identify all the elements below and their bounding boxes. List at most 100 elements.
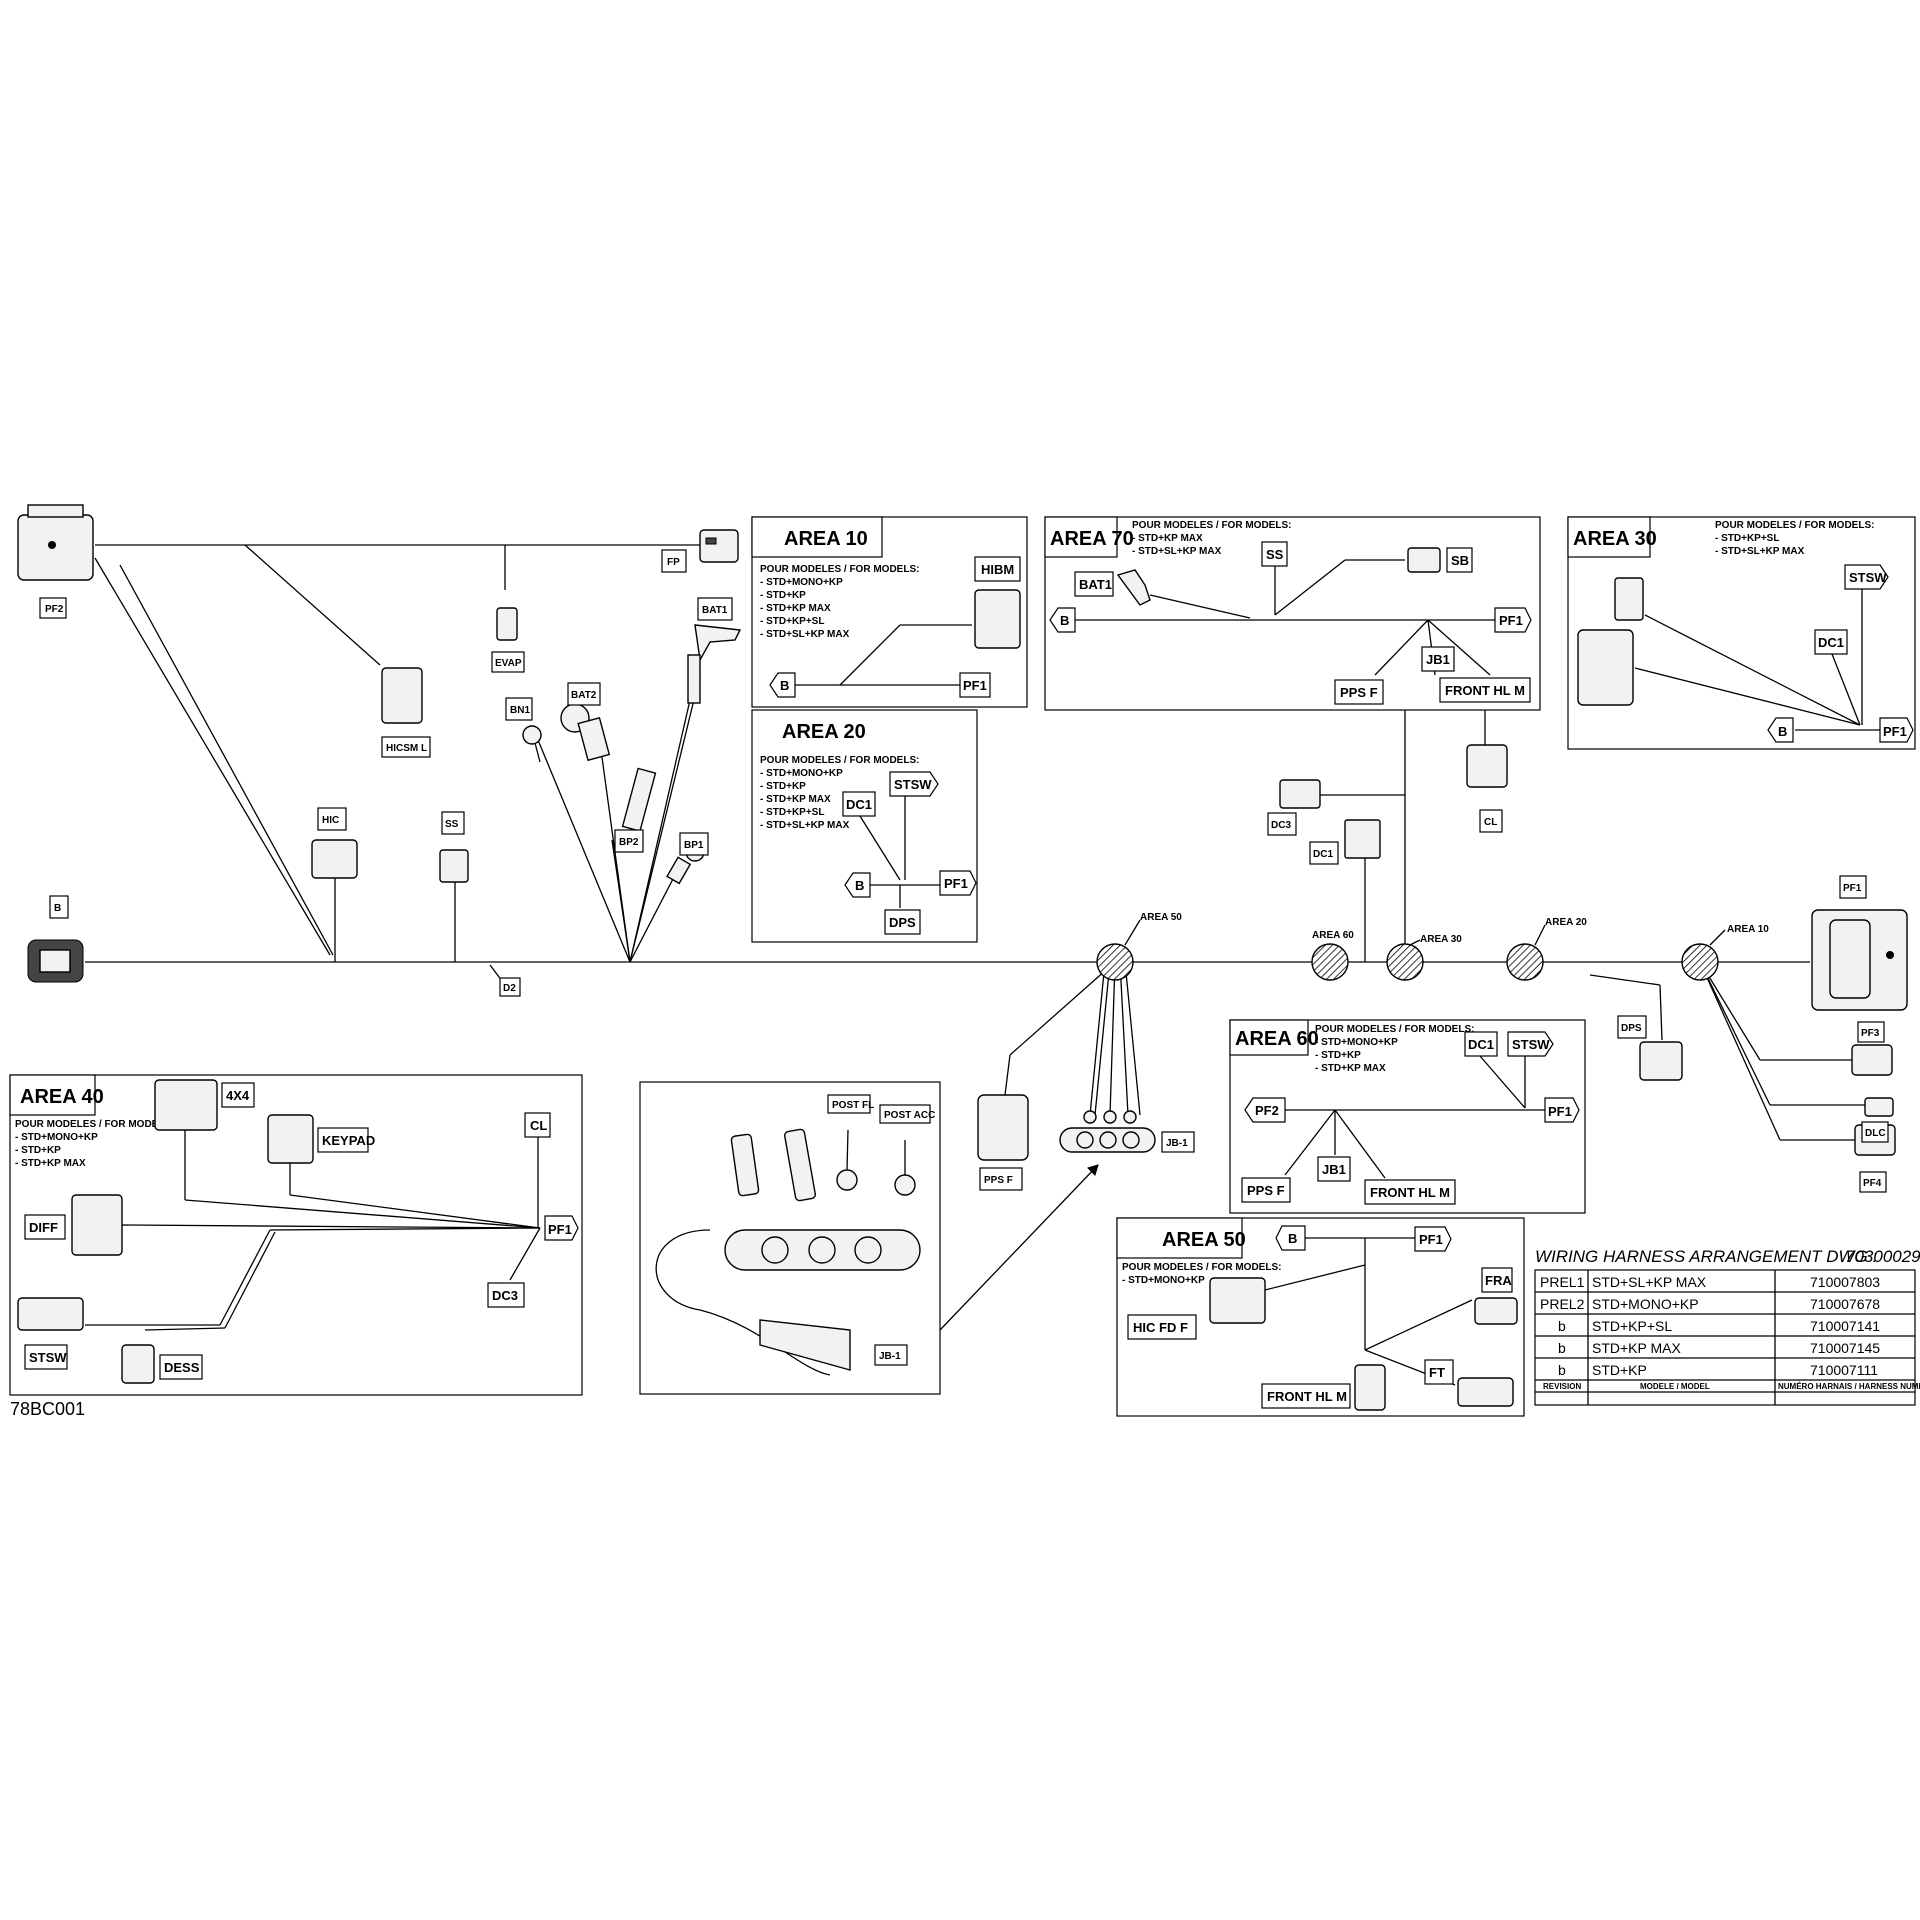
area60-jb1: JB1	[1322, 1162, 1346, 1177]
dps-connector[interactable]	[1639, 1041, 1683, 1081]
area10-hibm: HIBM	[981, 562, 1014, 577]
area30-stsw: STSW	[1849, 570, 1887, 585]
table-row-2-model: STD+KP+SL	[1592, 1318, 1672, 1334]
revision-table: WIRING HARNESS ARRANGEMENT DWG : 7030002…	[1534, 1247, 1920, 1406]
table-row-3-revision: b	[1558, 1340, 1566, 1356]
pps-f-connector[interactable]	[977, 1094, 1029, 1161]
area60-models-3: - STD+KP MAX	[1315, 1063, 1386, 1074]
area30-models-0: POUR MODELES / FOR MODELS:	[1715, 520, 1874, 531]
area60-pps-f: PPS F	[1247, 1183, 1285, 1198]
table-row-1-number: 710007678	[1810, 1296, 1880, 1312]
area60-pf2: PF2	[1255, 1103, 1279, 1118]
label-pf3: PF3	[1861, 1028, 1880, 1039]
area40-models-2: - STD+KP	[15, 1145, 61, 1156]
area20-models-2: - STD+KP	[760, 781, 806, 792]
area30-connector-b[interactable]	[1577, 629, 1634, 706]
area60-title: AREA 60	[1235, 1028, 1319, 1050]
stsw-connector[interactable]	[17, 1297, 84, 1331]
pf2-connector[interactable]	[17, 504, 94, 581]
area70-models-2: - STD+SL+KP MAX	[1132, 546, 1222, 557]
bn1-terminal[interactable]	[522, 725, 542, 763]
area20-models-3: - STD+KP MAX	[760, 794, 831, 805]
area70-front-hl-m: FRONT HL M	[1445, 683, 1525, 698]
table-row-0-revision: PREL1	[1540, 1274, 1585, 1290]
table-row-0-number: 710007803	[1810, 1274, 1880, 1290]
table-header-revision: REVISION	[1543, 1382, 1581, 1391]
diff-connector[interactable]	[71, 1194, 123, 1256]
area70-pf1: PF1	[1499, 613, 1523, 628]
jb1-small[interactable]	[1059, 1110, 1156, 1153]
hicsm-connector[interactable]	[381, 667, 423, 724]
area50-title: AREA 50	[1162, 1229, 1246, 1251]
area60-models-0: POUR MODELES / FOR MODELS:	[1315, 1024, 1474, 1035]
front-hl-m-connector[interactable]	[1354, 1364, 1386, 1411]
area70-jb1: JB1	[1426, 652, 1450, 667]
hibm-connector[interactable]	[974, 589, 1021, 649]
area10-title: AREA 10	[784, 528, 868, 550]
area30-marker-label: AREA 30	[1420, 934, 1462, 945]
area10-marker[interactable]	[1681, 943, 1719, 981]
label-dc1: DC1	[1313, 849, 1333, 860]
table-row-2-revision: b	[1558, 1318, 1566, 1334]
area20-marker[interactable]	[1506, 943, 1544, 981]
table-title: WIRING HARNESS ARRANGEMENT DWG :	[1535, 1247, 1877, 1266]
area70-models-0: POUR MODELES / FOR MODELS:	[1132, 520, 1291, 531]
area30-connector-a[interactable]	[1614, 577, 1644, 621]
label-pf2: PF2	[45, 604, 64, 615]
area10-models-1: - STD+MONO+KP	[760, 577, 843, 588]
cl-connector[interactable]	[1466, 744, 1508, 788]
area10-models-5: - STD+SL+KP MAX	[760, 629, 850, 640]
b-connector[interactable]	[27, 939, 84, 983]
area10-models-4: - STD+KP+SL	[760, 616, 824, 627]
pf1-connector[interactable]	[1811, 909, 1908, 1011]
evap-connector[interactable]	[496, 607, 518, 641]
area40-dc3: DC3	[492, 1288, 518, 1303]
label-evap: EVAP	[495, 658, 522, 669]
4x4-connector[interactable]	[154, 1079, 218, 1131]
table-header-model: MODELE / MODEL	[1640, 1382, 1710, 1391]
area70-ss: SS	[1266, 547, 1284, 562]
area20-dc1: DC1	[846, 797, 872, 812]
table-row-4-revision: b	[1558, 1362, 1566, 1378]
fra-connector[interactable]	[1474, 1297, 1518, 1325]
ss-connector[interactable]	[439, 849, 469, 883]
area60-panel: AREA 60 POUR MODELES / FOR MODELS: - STD…	[1229, 1019, 1586, 1214]
area50-panel: AREA 50 POUR MODELES / FOR MODELS: - STD…	[1116, 1217, 1525, 1417]
label-bat2: BAT2	[571, 690, 597, 701]
area30-models-2: - STD+SL+KP MAX	[1715, 546, 1805, 557]
label-cl: CL	[1484, 817, 1497, 828]
dc3-connector[interactable]	[1279, 779, 1321, 809]
area70-sb: SB	[1451, 553, 1469, 568]
area70-panel: AREA 70 POUR MODELES / FOR MODELS: - STD…	[1044, 516, 1541, 711]
area50-marker[interactable]	[1096, 943, 1134, 981]
area40-diff: DIFF	[29, 1220, 58, 1235]
ft-connector[interactable]	[1457, 1377, 1514, 1407]
sb-connector[interactable]	[1407, 547, 1441, 573]
area60-marker[interactable]	[1311, 943, 1349, 981]
area50-ft: FT	[1429, 1365, 1445, 1380]
bp2-terminal[interactable]	[621, 767, 657, 832]
area30-title: AREA 30	[1573, 528, 1657, 550]
hic-fd-f-connector[interactable]	[1209, 1277, 1266, 1324]
area20-stsw: STSW	[894, 777, 932, 792]
dlc-connector[interactable]	[1864, 1097, 1894, 1117]
area60-dc1: DC1	[1468, 1037, 1494, 1052]
area40-models-1: - STD+MONO+KP	[15, 1132, 98, 1143]
dess-connector[interactable]	[121, 1344, 155, 1384]
area20-b: B	[855, 878, 864, 893]
area20-models-5: - STD+SL+KP MAX	[760, 820, 850, 831]
fp-connector[interactable]	[699, 529, 739, 563]
area30-b: B	[1778, 724, 1787, 739]
label-bat1: BAT1	[702, 605, 728, 616]
label-pf1: PF1	[1843, 883, 1862, 894]
pf3-connector[interactable]	[1851, 1044, 1893, 1076]
main-labels: PF2 FP EVAP HICSM L BAT1 BAT2 BN1 BP2 BP…	[39, 549, 1889, 1193]
hic-connector[interactable]	[311, 839, 358, 879]
area40-keypad: KEYPAD	[322, 1133, 375, 1148]
dc1-connector[interactable]	[1344, 819, 1381, 859]
bat2-terminal[interactable]	[560, 703, 611, 762]
area30-marker[interactable]	[1386, 943, 1424, 981]
bat1-terminal[interactable]	[687, 624, 742, 704]
keypad-connector[interactable]	[267, 1114, 314, 1164]
